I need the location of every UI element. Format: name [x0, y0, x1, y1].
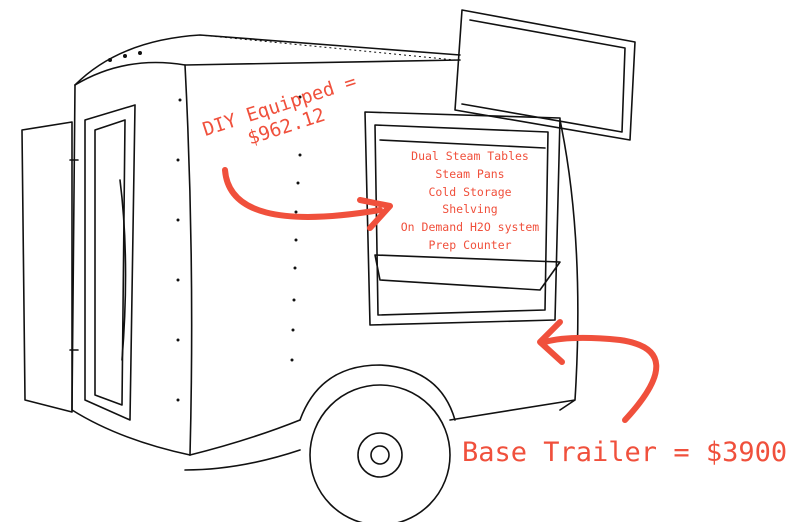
front-door-inner [94, 119, 126, 406]
equipment-item: Shelving [442, 202, 498, 217]
service-window [364, 111, 561, 326]
awning [454, 9, 636, 141]
equipment-item: Steam Pans [435, 166, 505, 181]
door-handle [119, 179, 127, 361]
corner-edge [184, 64, 193, 456]
rivets [176, 95, 302, 402]
roof-front-edge [74, 61, 186, 86]
side-body [184, 59, 579, 456]
roof-dotted-line [199, 34, 456, 61]
front-door [84, 104, 136, 421]
equipment-item: On Demand H2O system [400, 220, 540, 235]
roof-line [74, 34, 461, 86]
equipment-item: Prep Counter [428, 237, 512, 252]
hub [357, 432, 403, 478]
fender [299, 364, 456, 421]
base-arrow [542, 334, 660, 423]
base-trailer-price: Base Trailer = $3900 [462, 437, 788, 468]
front-face [71, 84, 191, 456]
equipment-item: Dual Steam Tables [411, 149, 529, 163]
wheel [309, 384, 451, 522]
prep-counter-shelf [374, 254, 561, 291]
equipment-item: Cold Storage [428, 184, 512, 199]
equipment-list: Dual Steam Tables Steam Pans Cold Storag… [385, 148, 555, 255]
open-side-door [21, 121, 73, 413]
diy-arrow [222, 167, 383, 220]
